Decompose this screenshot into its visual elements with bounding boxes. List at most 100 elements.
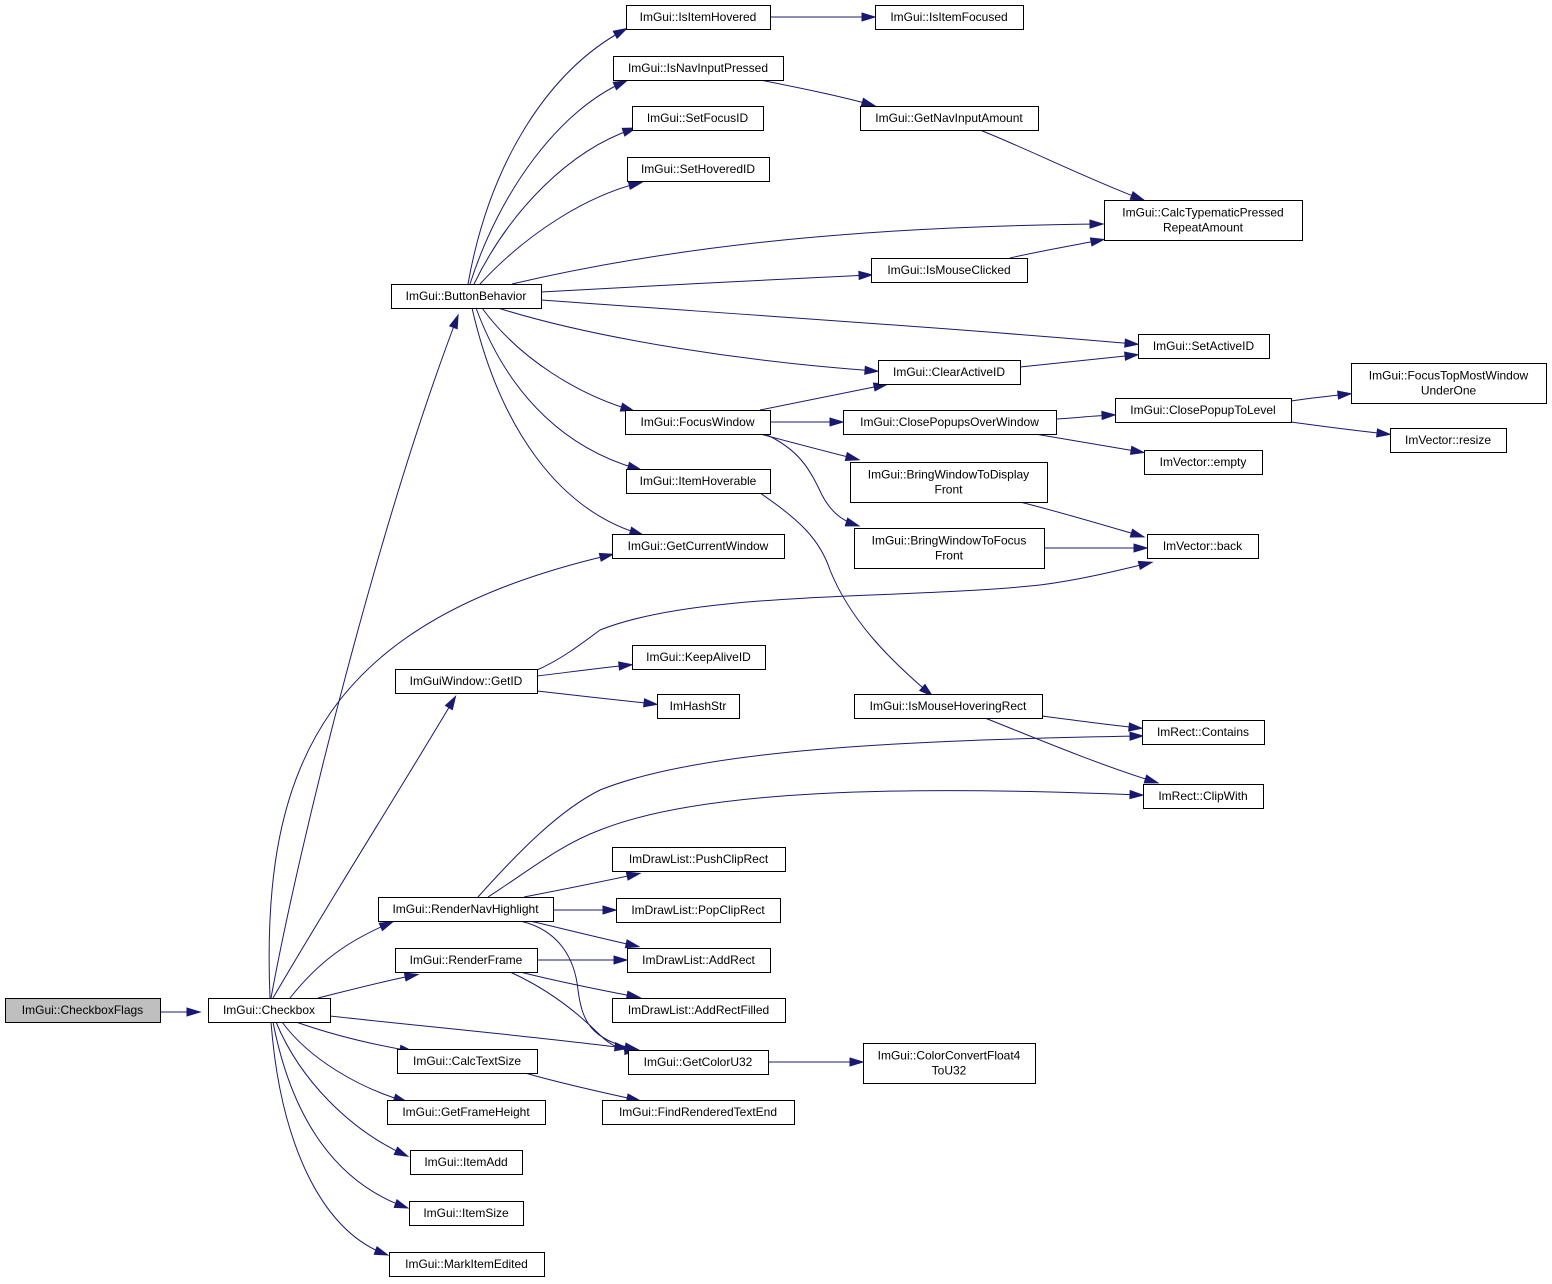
edge-buttonbehavior-to-calctypematic — [511, 219, 1105, 285]
node-closepopupsover[interactable]: ImGui::ClosePopupsOverWindow — [843, 410, 1057, 435]
node-isitemfocused[interactable]: ImGui::IsItemFocused — [875, 5, 1024, 30]
arrowhead-icon — [1089, 237, 1106, 247]
node-keepaliveid[interactable]: ImGui::KeepAliveID — [632, 645, 766, 670]
arrowhead-icon — [393, 1199, 410, 1209]
arrowhead-icon — [613, 955, 629, 965]
node-pushcliprect[interactable]: ImDrawList::PushClipRect — [612, 847, 786, 872]
node-addrectfilled[interactable]: ImDrawList::AddRectFilled — [612, 998, 786, 1023]
node-label: ImVector::empty — [1160, 455, 1247, 469]
arrowhead-icon — [625, 990, 642, 1000]
arrowhead-icon — [624, 939, 641, 949]
node-itemadd[interactable]: ImGui::ItemAdd — [410, 1150, 523, 1175]
node-box — [657, 694, 740, 719]
edge-line — [479, 182, 640, 285]
edge-rendernavhighlight-to-addrect — [529, 920, 641, 949]
node-rectcontains[interactable]: ImRect::Contains — [1142, 720, 1265, 745]
edge-windowgetid-to-imhashstr — [536, 690, 659, 708]
node-box — [625, 410, 771, 435]
arrowhead-icon — [1129, 789, 1145, 800]
node-label: ImGui::ItemSize — [423, 1206, 509, 1220]
node-label: ImGui::GetCurrentWindow — [628, 539, 769, 553]
node-setactiveid[interactable]: ImGui::SetActiveID — [1138, 334, 1270, 359]
node-windowgetid[interactable]: ImGuiWindow::GetID — [395, 669, 538, 694]
arrowhead-icon — [1129, 445, 1146, 455]
node-itemhoverable[interactable]: ImGui::ItemHoverable — [626, 469, 771, 494]
node-getframeheight[interactable]: ImGui::GetFrameHeight — [387, 1100, 546, 1125]
node-focuswindow[interactable]: ImGui::FocusWindow — [625, 410, 771, 435]
node-box — [1147, 534, 1259, 559]
node-clearactiveid[interactable]: ImGui::ClearActiveID — [878, 360, 1021, 385]
node-label: ImGui::ButtonBehavior — [406, 289, 527, 303]
node-renderframe[interactable]: ImGui::RenderFrame — [395, 948, 538, 973]
arrowhead-icon — [858, 270, 874, 281]
node-box — [627, 948, 771, 973]
node-itemsize[interactable]: ImGui::ItemSize — [409, 1201, 524, 1226]
node-label: ImGui::BringWindowToFocus — [872, 534, 1027, 548]
edge-checkbox-to-getcurrentwindow — [268, 552, 615, 999]
node-isnavinputpressed[interactable]: ImGui::IsNavInputPressed — [613, 56, 784, 81]
node-box — [391, 284, 542, 309]
arrowhead-icon — [849, 1057, 865, 1067]
arrowhead-icon — [598, 552, 615, 562]
edge-line — [272, 698, 455, 999]
node-findrenderedtextend[interactable]: ImGui::FindRenderedTextEnd — [602, 1100, 795, 1125]
node-buttonbehavior[interactable]: ImGui::ButtonBehavior — [391, 284, 542, 309]
node-checkbox[interactable]: ImGui::Checkbox — [208, 998, 331, 1023]
edge-line — [317, 974, 416, 999]
node-addrect[interactable]: ImDrawList::AddRect — [627, 948, 771, 973]
node-rectclipwith[interactable]: ImRect::ClipWith — [1143, 784, 1264, 809]
node-closepopuptolevel[interactable]: ImGui::ClosePopupToLevel — [1115, 398, 1292, 423]
edge-isnavinputpressed-to-getnavinputamount — [759, 79, 877, 107]
edge-line — [475, 307, 639, 470]
arrowhead-icon — [186, 1007, 202, 1017]
node-label: ImGui::RenderNavHighlight — [392, 902, 539, 916]
node-popcliprect[interactable]: ImDrawList::PopClipRect — [616, 898, 781, 923]
arrowhead-icon — [864, 365, 880, 375]
node-box — [1143, 784, 1264, 809]
node-box — [628, 1050, 769, 1075]
node-calctextsize[interactable]: ImGui::CalcTextSize — [397, 1049, 538, 1074]
edge-checkbox-to-getframeheight — [281, 1021, 409, 1103]
edge-checkbox-to-windowgetid — [272, 694, 457, 999]
edge-calctextsize-to-findrenderedtextend — [524, 1072, 642, 1103]
edge-checkboxflags-to-checkbox — [160, 1007, 202, 1017]
node-label: ImDrawList::AddRect — [642, 953, 755, 967]
edge-line — [529, 920, 637, 947]
edge-focuswindow-to-closepopupsover — [770, 417, 845, 427]
node-rendernavhighlight[interactable]: ImGui::RenderNavHighlight — [378, 897, 554, 922]
edge-renderframe-to-addrect — [537, 955, 629, 965]
node-label: ImGui::KeepAliveID — [646, 650, 751, 664]
node-getnavinputamount[interactable]: ImGui::GetNavInputAmount — [860, 106, 1039, 131]
edge-line — [270, 1021, 386, 1255]
edge-getcoloru32-to-colorconvert — [768, 1057, 865, 1067]
node-ismousehoveringrect[interactable]: ImGui::IsMouseHoveringRect — [854, 694, 1043, 719]
arrowhead-icon — [448, 313, 459, 330]
node-box — [632, 106, 764, 131]
node-imvectorresize[interactable]: ImVector::resize — [1390, 428, 1507, 453]
node-sethoveredid[interactable]: ImGui::SetHoveredID — [627, 157, 770, 182]
arrowhead-icon — [602, 905, 618, 915]
node-imvectorback[interactable]: ImVector::back — [1147, 534, 1259, 559]
node-label: ImGui::GetFrameHeight — [402, 1105, 530, 1119]
node-imhashstr[interactable]: ImHashStr — [657, 694, 740, 719]
arrowhead-icon — [1128, 722, 1144, 732]
node-ismouseclicked[interactable]: ImGui::IsMouseClicked — [871, 258, 1028, 283]
node-markitemedited[interactable]: ImGui::MarkItemEdited — [389, 1252, 545, 1277]
node-label: ImGui::CalcTypematicPressed — [1122, 206, 1283, 220]
node-label: ImGui::GetColorU32 — [644, 1055, 753, 1069]
node-setfocusid[interactable]: ImGui::SetFocusID — [632, 106, 764, 131]
arrowhead-icon — [628, 526, 645, 536]
node-isitemhovered[interactable]: ImGui::IsItemHovered — [626, 5, 771, 30]
node-getcoloru32[interactable]: ImGui::GetColorU32 — [628, 1050, 769, 1075]
edge-line — [469, 81, 625, 285]
node-getcurrentwindow[interactable]: ImGui::GetCurrentWindow — [612, 534, 785, 559]
node-imvectorempty[interactable]: ImVector::empty — [1144, 450, 1263, 475]
edge-line — [764, 433, 857, 526]
node-checkboxflags[interactable]: ImGui::CheckboxFlags — [5, 998, 161, 1023]
